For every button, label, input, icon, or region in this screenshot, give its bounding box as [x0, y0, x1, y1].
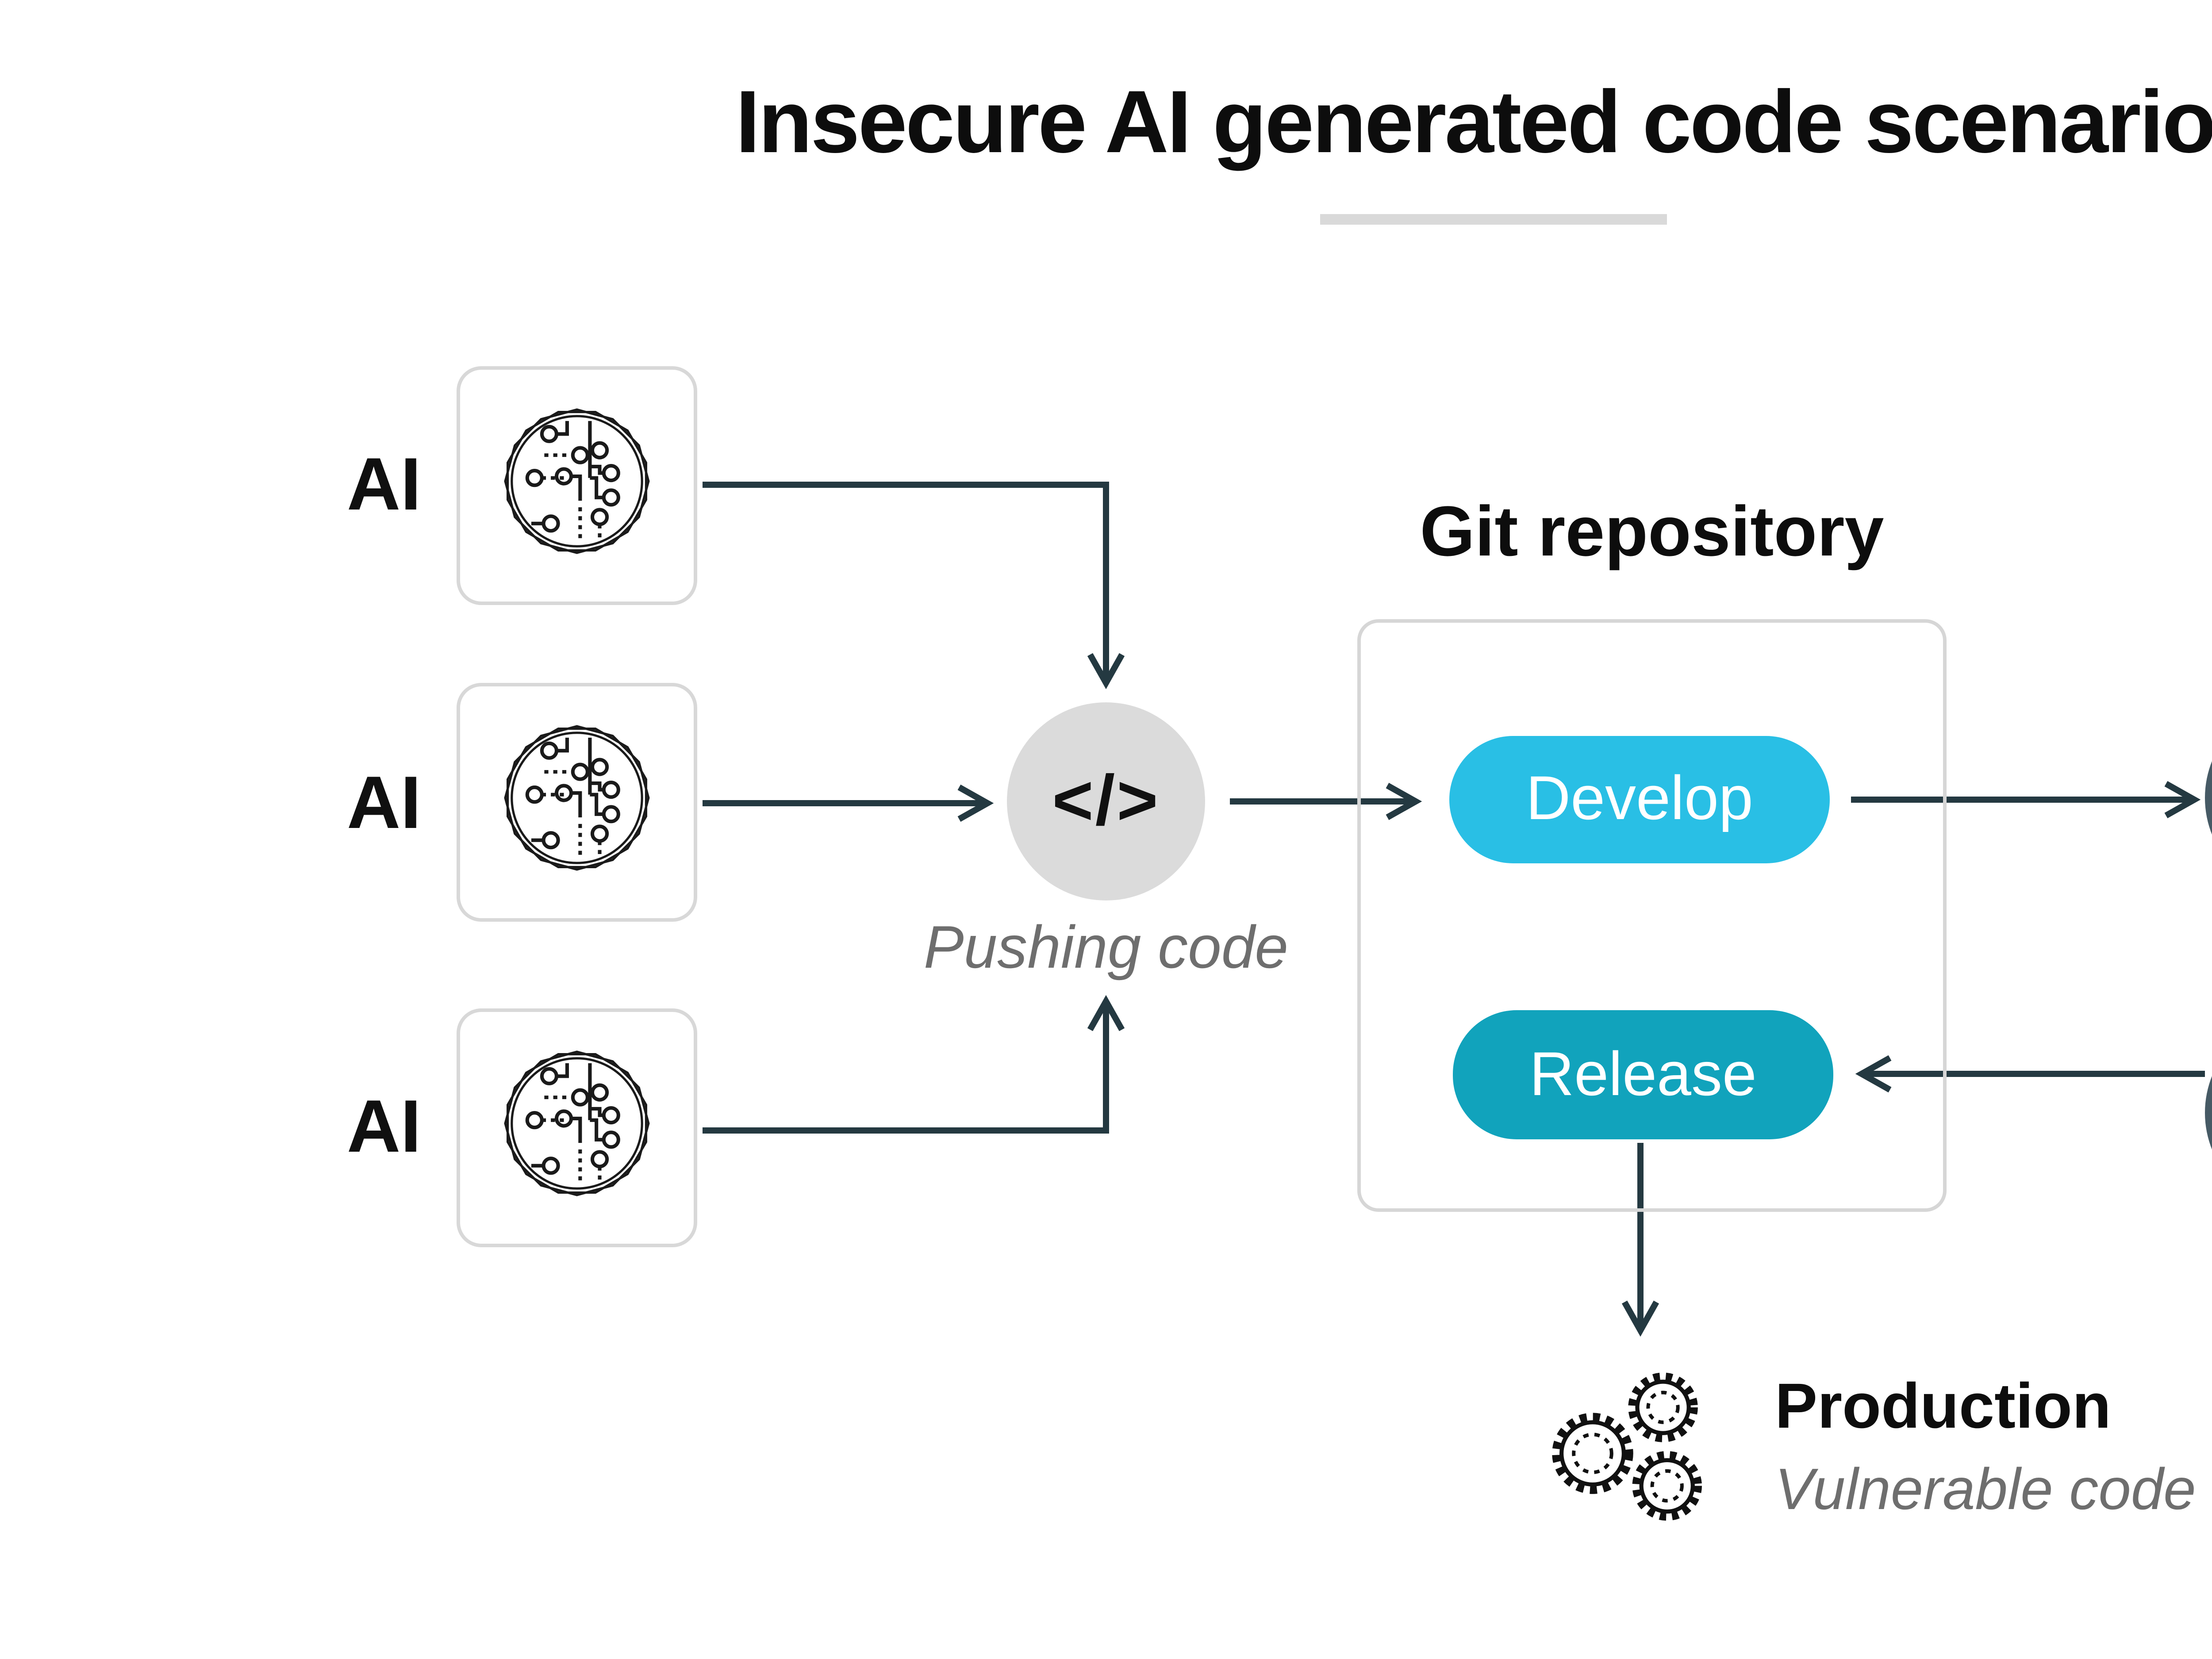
- production-title: Production: [1775, 1369, 2111, 1442]
- pushing-code-label: Pushing code: [923, 915, 1289, 982]
- arrow-ai1-to-push: [703, 482, 1125, 690]
- git-repository-heading: Git repository: [1420, 494, 1884, 571]
- develop-label: Develop: [1526, 764, 1753, 833]
- git-repository-box: [1357, 619, 1947, 1212]
- ai-label-2: AI: [347, 761, 421, 844]
- production-gears-icon: [1547, 1366, 1731, 1536]
- develop-node: Develop: [1449, 736, 1830, 863]
- ai-label-1: AI: [347, 442, 421, 525]
- ai-brain-icon: [495, 1042, 658, 1214]
- ai-brain-icon: [495, 716, 658, 888]
- ai-box-3: [457, 1008, 697, 1247]
- ai-label-3: AI: [347, 1084, 421, 1168]
- arrow-ai3-to-push: [703, 995, 1125, 1134]
- pushing-code-node: </>: [1007, 702, 1205, 900]
- testing-node: [2205, 699, 2212, 897]
- ai-box-1: [457, 366, 697, 605]
- ai-brain-icon: [495, 400, 658, 571]
- production-subtitle: Vulnerable code now in production: [1775, 1456, 2212, 1521]
- title-underline: [1320, 214, 1667, 225]
- ai-box-2: [457, 683, 697, 922]
- changes-node: [2205, 1014, 2212, 1212]
- page-title: Insecure AI generated code scenario: [735, 73, 2212, 172]
- code-icon: </>: [1052, 762, 1160, 839]
- release-node: Release: [1453, 1010, 1833, 1139]
- release-label: Release: [1529, 1039, 1757, 1108]
